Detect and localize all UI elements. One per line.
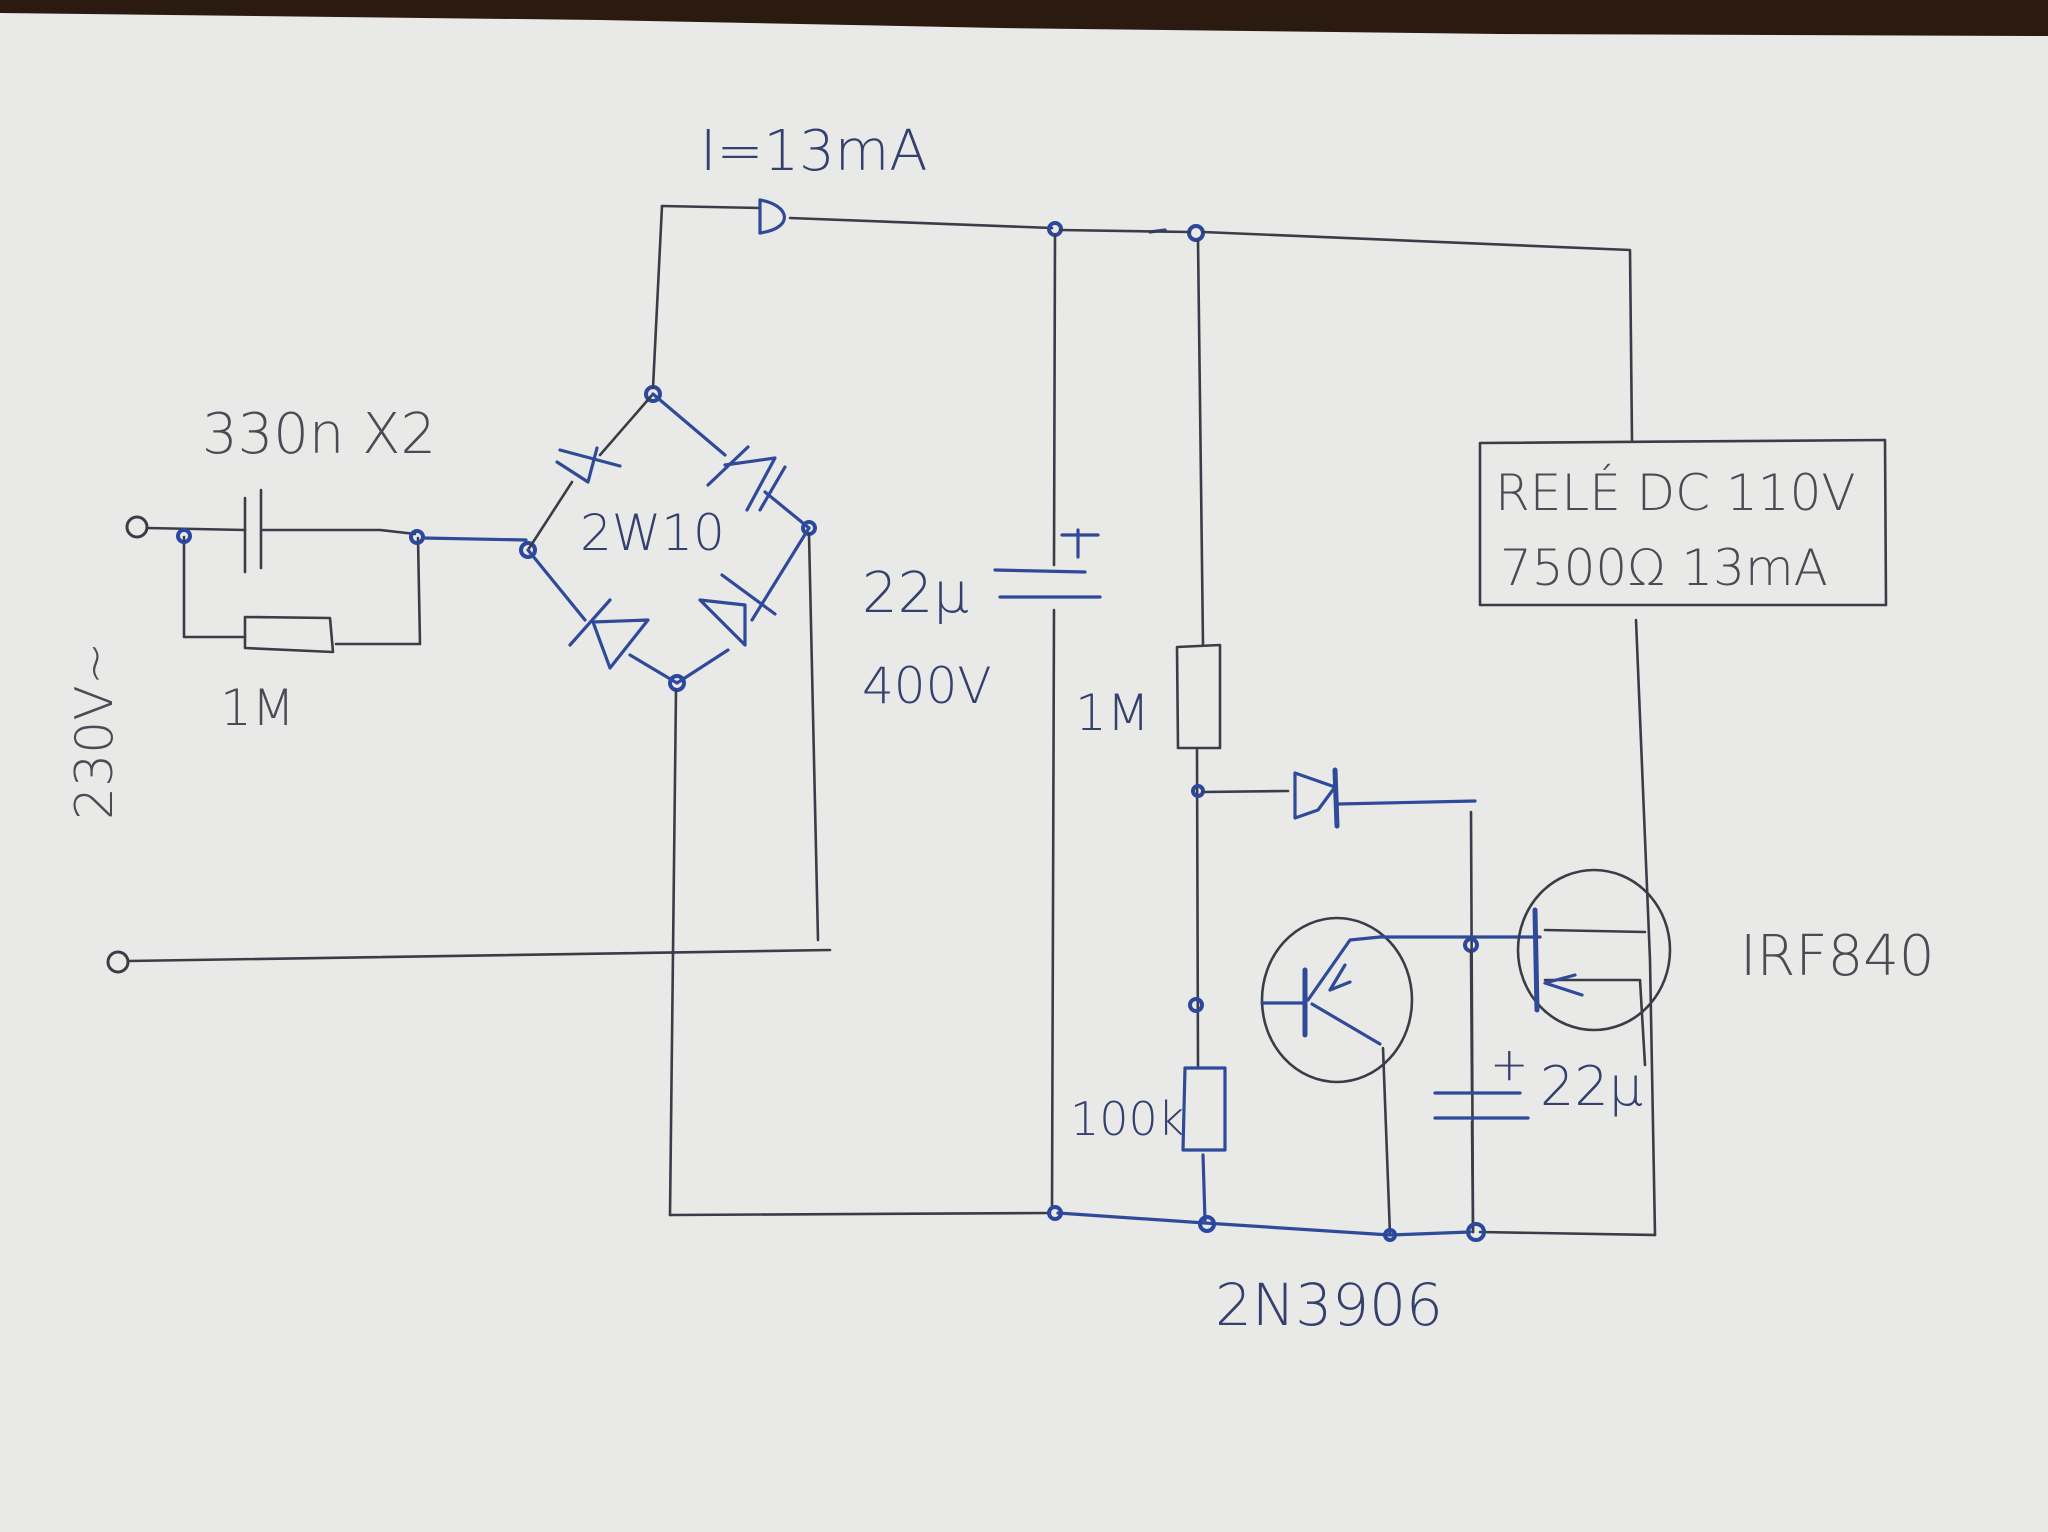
node-c1-left — [176, 528, 192, 544]
negative-rail — [668, 1205, 1657, 1242]
node-neg-divider — [1198, 1215, 1216, 1233]
label-timing-cap-plus: + — [1490, 1037, 1529, 1091]
series-diode-d1 — [758, 198, 786, 235]
bridge-diode-tr — [706, 445, 787, 512]
node-neg-bjt — [1383, 1228, 1397, 1242]
label-filter-cap-voltage: 400V — [862, 657, 992, 715]
bridge-diode-tl — [555, 446, 622, 484]
resistor-r2 — [1175, 643, 1222, 750]
label-timing-cap: 22µ — [1540, 1055, 1643, 1118]
node-neg-cap — [1047, 1205, 1063, 1221]
mosfet-q2: IRF840 — [1516, 868, 1935, 1067]
resistor-r1 — [243, 615, 335, 654]
capacitor-c1 — [243, 488, 417, 574]
label-bridge: 2W10 — [580, 504, 725, 562]
wire-r1-right — [334, 536, 422, 646]
node-divider-base — [1188, 997, 1204, 1013]
node-bridge-left — [519, 541, 537, 559]
bridge-diode-bl — [568, 598, 650, 670]
wire-input-top — [145, 526, 247, 532]
wire-mains-return — [126, 948, 832, 963]
label-mosfet: IRF840 — [1740, 924, 1935, 989]
node-neg-timing — [1466, 1222, 1486, 1242]
divider-chain: 1M 100k — [1070, 238, 1227, 1222]
label-divider-bottom-res: 100k — [1070, 1092, 1184, 1146]
label-relay-line1: RELÉ DC 110V — [1495, 463, 1856, 522]
timing-capacitor-c3: + 22µ — [1433, 948, 1643, 1234]
terminal-bottom — [106, 950, 130, 974]
terminal-top — [125, 515, 149, 539]
label-current: I=13mA — [700, 119, 928, 184]
wire-to-bridge-left — [421, 536, 528, 542]
transistor-q1: 2N3906 — [1215, 916, 1443, 1339]
relay-k1: RELÉ DC 110V 7500Ω 13mA — [1478, 438, 1888, 1237]
wire-r1-left — [182, 535, 247, 639]
label-divider-top-res: 1M — [1075, 684, 1150, 742]
label-bjt: 2N3906 — [1215, 1271, 1443, 1339]
bridge-diode-br — [698, 573, 777, 647]
bridge-rectifier: 2W10 — [519, 204, 820, 1217]
label-input-res: 1M — [220, 679, 295, 737]
paper-sheet — [0, 13, 2048, 1532]
label-filter-cap-value: 22µ — [862, 561, 969, 626]
filter-capacitor-c2: 22µ 400V — [862, 233, 1102, 1210]
label-mains: 230V~ — [65, 642, 125, 820]
label-input-cap: 330n X2 — [202, 402, 436, 467]
mains-input: 330n X2 1M 230V~ — [65, 402, 832, 974]
resistor-r3 — [1181, 1066, 1227, 1152]
label-relay-line2: 7500Ω 13mA — [1500, 539, 1828, 597]
